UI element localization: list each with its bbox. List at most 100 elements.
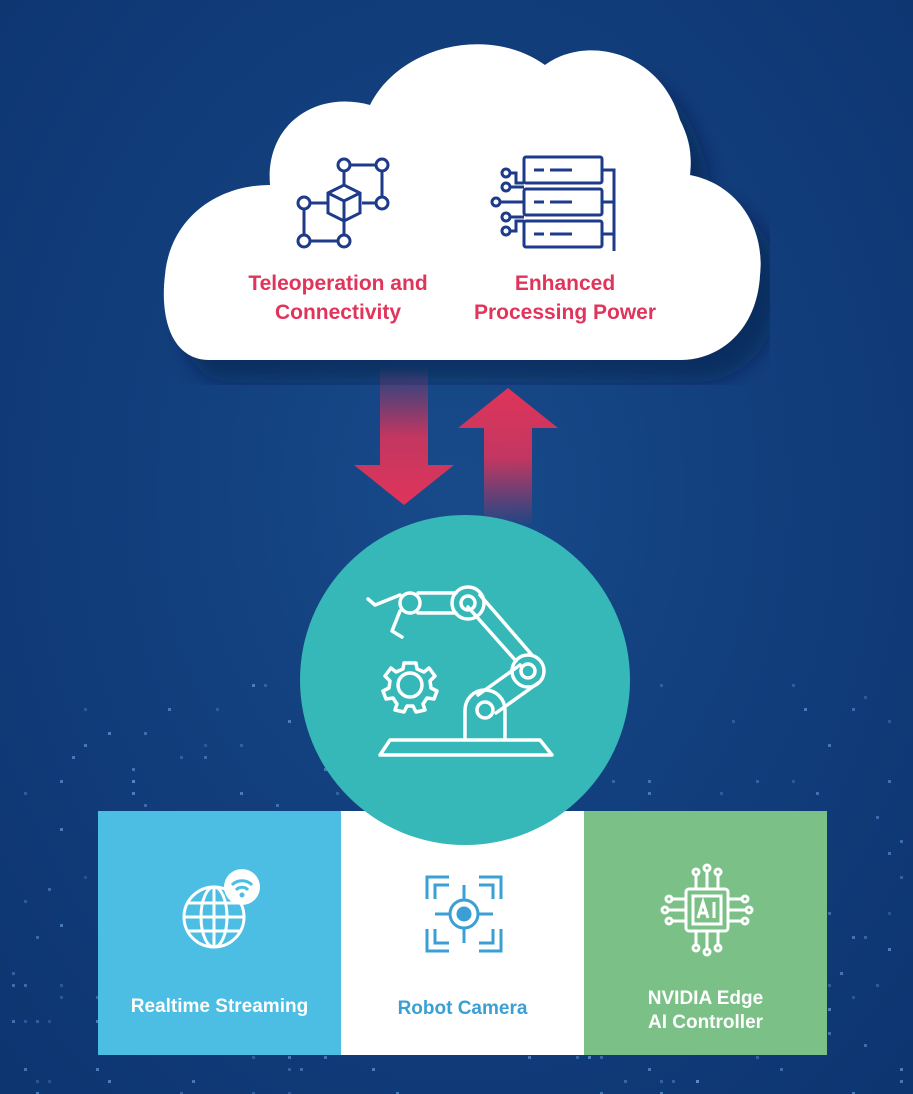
robot-arm-icon bbox=[366, 585, 554, 757]
decor-dot bbox=[252, 684, 255, 687]
decor-dot bbox=[372, 1068, 375, 1071]
decor-dot bbox=[600, 1092, 603, 1094]
decor-dot bbox=[864, 696, 867, 699]
decor-dot bbox=[828, 912, 831, 915]
decor-dot bbox=[108, 732, 111, 735]
decor-dot bbox=[792, 780, 795, 783]
decor-dot bbox=[24, 1020, 27, 1023]
camera-focus-icon bbox=[425, 875, 503, 953]
decor-dot bbox=[36, 1080, 39, 1083]
decor-dot bbox=[660, 684, 663, 687]
decor-dot bbox=[144, 732, 147, 735]
decor-dot bbox=[288, 720, 291, 723]
decor-dot bbox=[276, 804, 279, 807]
decor-dot bbox=[648, 780, 651, 783]
decor-dot bbox=[888, 720, 891, 723]
decor-dot bbox=[828, 1032, 831, 1035]
decor-dot bbox=[756, 780, 759, 783]
decor-dot bbox=[96, 1020, 99, 1023]
decor-dot bbox=[828, 1008, 831, 1011]
robot-hub-circle bbox=[300, 515, 630, 845]
decor-dot bbox=[12, 1020, 15, 1023]
decor-dot bbox=[336, 792, 339, 795]
panel-label-realtime-streaming: Realtime Streaming bbox=[130, 996, 309, 1017]
decor-dot bbox=[24, 792, 27, 795]
decor-dot bbox=[612, 780, 615, 783]
panel-label-robot-camera: Robot Camera bbox=[397, 998, 528, 1019]
decor-dot bbox=[48, 1080, 51, 1083]
decor-dot bbox=[96, 1068, 99, 1071]
decor-dot bbox=[204, 756, 207, 759]
decor-dot bbox=[36, 1092, 39, 1094]
decor-dot bbox=[48, 1020, 51, 1023]
decor-dot bbox=[84, 876, 87, 879]
decor-dot bbox=[144, 804, 147, 807]
cloud-shape bbox=[163, 44, 761, 360]
decor-dot bbox=[888, 780, 891, 783]
decor-dot bbox=[108, 1080, 111, 1083]
decor-dot bbox=[36, 936, 39, 939]
decor-dot bbox=[264, 684, 267, 687]
decor-dot bbox=[288, 1092, 291, 1094]
decor-dot bbox=[24, 1068, 27, 1071]
decor-dot bbox=[756, 1056, 759, 1059]
decor-dot bbox=[900, 1068, 903, 1071]
decor-dot bbox=[24, 984, 27, 987]
decor-dot bbox=[216, 708, 219, 711]
decor-dot bbox=[864, 1044, 867, 1047]
decor-dot bbox=[168, 708, 171, 711]
decor-dot bbox=[84, 744, 87, 747]
decor-dot bbox=[12, 984, 15, 987]
decor-dot bbox=[180, 1092, 183, 1094]
decor-dot bbox=[60, 984, 63, 987]
decor-dot bbox=[876, 984, 879, 987]
processing-label: Enhanced Processing Power bbox=[473, 272, 657, 324]
decor-dot bbox=[24, 900, 27, 903]
decor-dot bbox=[528, 1056, 531, 1059]
decor-dot bbox=[888, 912, 891, 915]
decor-dot bbox=[828, 744, 831, 747]
decor-dot bbox=[588, 1056, 591, 1059]
decor-dot bbox=[192, 1080, 195, 1083]
decor-dot bbox=[396, 1092, 399, 1094]
decor-dot bbox=[672, 1080, 675, 1083]
panel-ai-controller: NVIDIA Edge AI Controller bbox=[584, 811, 827, 1055]
decor-dot bbox=[36, 1020, 39, 1023]
decor-dot bbox=[288, 1068, 291, 1071]
decor-dot bbox=[876, 816, 879, 819]
decor-dot bbox=[888, 852, 891, 855]
decor-dot bbox=[804, 708, 807, 711]
decor-dot bbox=[900, 876, 903, 879]
up-arrow bbox=[458, 388, 558, 528]
decor-dot bbox=[84, 708, 87, 711]
decor-dot bbox=[48, 888, 51, 891]
decor-dot bbox=[852, 708, 855, 711]
decor-dot bbox=[840, 972, 843, 975]
decor-dot bbox=[864, 936, 867, 939]
teleoperation-label: Teleoperation and Connectivity bbox=[248, 272, 428, 324]
decor-dot bbox=[648, 1068, 651, 1071]
decor-dot bbox=[780, 1068, 783, 1071]
decor-dot bbox=[204, 744, 207, 747]
decor-dot bbox=[528, 1056, 531, 1059]
server-stack-icon bbox=[490, 155, 616, 251]
decor-dot bbox=[324, 1056, 327, 1059]
ai-chip-icon bbox=[660, 863, 754, 957]
decor-dot bbox=[288, 1056, 291, 1059]
decor-dot bbox=[888, 948, 891, 951]
decor-dot bbox=[732, 720, 735, 723]
decor-dot bbox=[60, 828, 63, 831]
decor-dot bbox=[132, 768, 135, 771]
decor-dot bbox=[852, 1092, 855, 1094]
decor-dot bbox=[132, 780, 135, 783]
decor-dot bbox=[720, 792, 723, 795]
decor-dot bbox=[252, 1092, 255, 1094]
globe-wifi-icon bbox=[182, 869, 260, 949]
panel-realtime-streaming: Realtime Streaming bbox=[98, 811, 341, 1055]
down-arrow bbox=[354, 367, 454, 505]
decor-dot bbox=[72, 756, 75, 759]
decor-dot bbox=[132, 792, 135, 795]
decor-dot bbox=[792, 684, 795, 687]
decor-dot bbox=[660, 1080, 663, 1083]
decor-dot bbox=[180, 756, 183, 759]
